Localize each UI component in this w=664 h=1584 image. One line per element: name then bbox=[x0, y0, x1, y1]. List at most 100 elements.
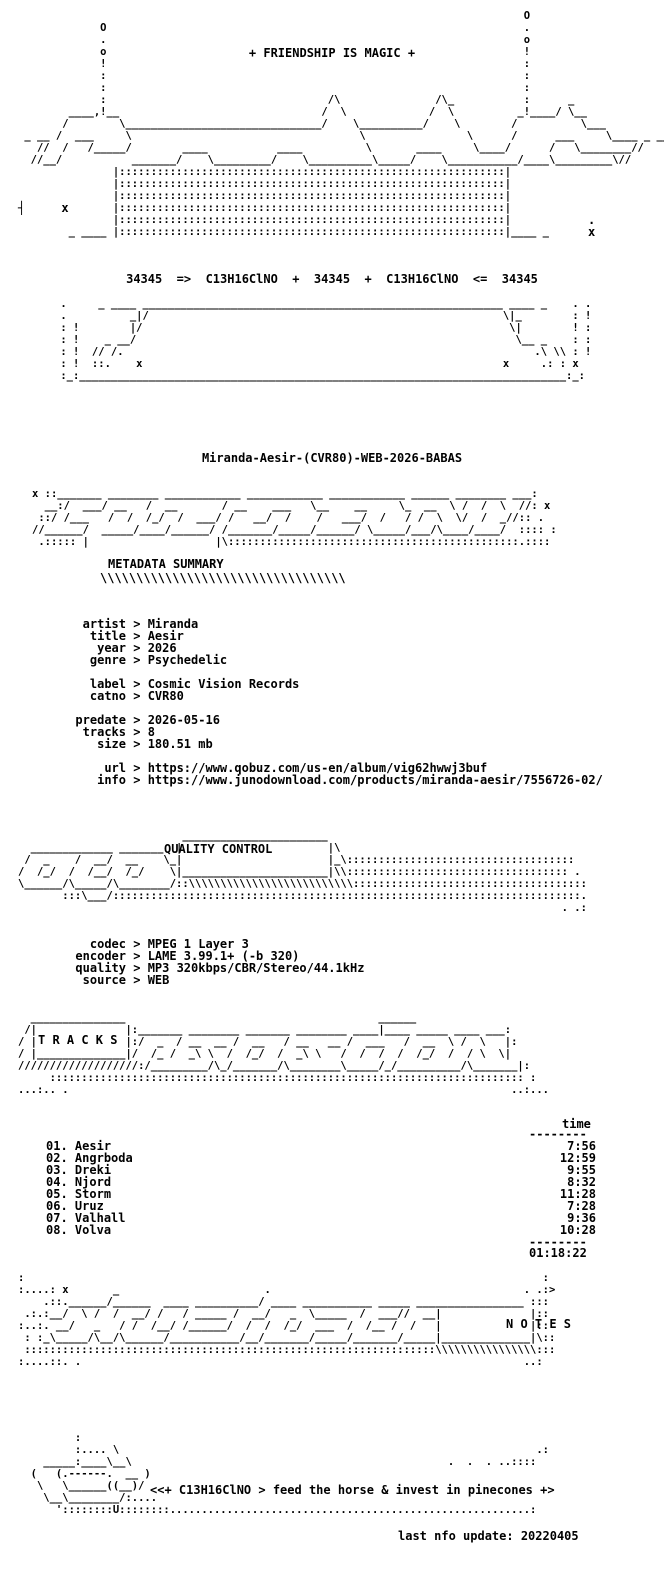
quality-value: MPEG 1 Layer 3 bbox=[147, 937, 249, 951]
quality-separator: > bbox=[126, 937, 148, 951]
metadata-title-underline: \\\\\\\\\\\\\\\\\\\\\\\\\\\\\\\\\\ bbox=[100, 571, 346, 585]
metadata-separator: > bbox=[126, 689, 148, 703]
track-number: 05. bbox=[46, 1187, 68, 1201]
track-row: 02. Angrboda 12:59 bbox=[46, 1152, 596, 1164]
quality-row: codec > MPEG 1 Layer 3 bbox=[40, 938, 364, 950]
metadata-separator: > bbox=[126, 617, 148, 631]
metadata-value: 2026-05-16 bbox=[147, 713, 220, 727]
quality-key: quality bbox=[75, 961, 126, 975]
track-row: 04. Njord 8:32 bbox=[46, 1176, 596, 1188]
metadata-value: CVR80 bbox=[147, 689, 184, 703]
quality-value: MP3 320kbps/CBR/Stereo/44.1kHz bbox=[147, 961, 365, 975]
metadata-row: predate > 2026-05-16 bbox=[40, 714, 603, 726]
metadata-separator: > bbox=[126, 629, 148, 643]
metadata-row: artist > Miranda bbox=[40, 618, 603, 630]
metadata-separator: > bbox=[126, 773, 148, 787]
metadata-separator: > bbox=[126, 677, 148, 691]
total-rule: -------- bbox=[529, 1235, 587, 1249]
metadata-row: size > 180.51 mb bbox=[40, 738, 603, 750]
track-title: Storm bbox=[74, 1187, 112, 1201]
metadata-separator: > bbox=[126, 737, 148, 751]
track-time: 11:28 bbox=[559, 1187, 596, 1201]
track-title: Volva bbox=[74, 1223, 112, 1237]
metadata-separator: > bbox=[126, 653, 148, 667]
track-number: 03. bbox=[46, 1163, 68, 1177]
time-header-rule: -------- bbox=[529, 1127, 587, 1141]
formula-line: 34345 => C13H16ClNO + 34345 + C13H16ClNO… bbox=[126, 272, 538, 286]
metadata-separator: > bbox=[126, 713, 148, 727]
quality-title: QUALITY CONTROL bbox=[164, 842, 273, 856]
metadata-row: title > Aesir bbox=[40, 630, 603, 642]
metadata-separator: > bbox=[126, 641, 148, 655]
metadata-key: artist bbox=[82, 617, 126, 631]
quality-value: WEB bbox=[147, 973, 170, 987]
footer-ship-art: : :.... \ .: _____:____\__\ . . . ..::::… bbox=[30, 1432, 550, 1516]
track-number: 01. bbox=[46, 1139, 68, 1153]
metadata-value: 180.51 mb bbox=[147, 737, 213, 751]
quality-key: encoder bbox=[75, 949, 126, 963]
tracks-title: T R A C K S bbox=[38, 1033, 118, 1047]
metadata-separator: > bbox=[126, 761, 148, 775]
quality-key: codec bbox=[89, 937, 126, 951]
track-title: Valhall bbox=[74, 1211, 126, 1225]
notes-title: N O T E S bbox=[506, 1317, 572, 1331]
metadata-row: genre > Psychedelic bbox=[40, 654, 603, 666]
metadata-title: METADATA SUMMARY bbox=[108, 557, 224, 571]
metadata-row: tracks > 8 bbox=[40, 726, 603, 738]
track-title: Njord bbox=[74, 1175, 112, 1189]
notes-banner-art: : : :....: x _ . . .:> .::.______/______… bbox=[18, 1272, 556, 1368]
metadata-value: Psychedelic bbox=[147, 653, 228, 667]
quality-separator: > bbox=[126, 961, 148, 975]
metadata-value: Aesir bbox=[147, 629, 184, 643]
metadata-key: label bbox=[89, 677, 126, 691]
footer-slogan: <<+ C13H16ClNO > feed the horse & invest… bbox=[150, 1483, 555, 1497]
track-time: 12:59 bbox=[559, 1151, 596, 1165]
track-title: Angrboda bbox=[74, 1151, 133, 1165]
header-base-art: . _ ____ _______________________________… bbox=[60, 298, 592, 382]
metadata-separator: > bbox=[126, 725, 148, 739]
track-number: 08. bbox=[46, 1223, 68, 1237]
metadata-row: url > https://www.qobuz.com/us-en/album/… bbox=[40, 762, 603, 774]
metadata-row: year > 2026 bbox=[40, 642, 603, 654]
track-number: 07. bbox=[46, 1211, 68, 1225]
metadata-key: catno bbox=[89, 689, 126, 703]
track-row: 05. Storm 11:28 bbox=[46, 1188, 596, 1200]
tagline: + FRIENDSHIP IS MAGIC + bbox=[248, 46, 416, 60]
track-number: 02. bbox=[46, 1151, 68, 1165]
time-column-header: time bbox=[562, 1117, 591, 1131]
quality-banner-art: _______________________ _____________ __… bbox=[18, 830, 587, 914]
metadata-key: info bbox=[97, 773, 126, 787]
metadata-value: 8 bbox=[147, 725, 155, 739]
tracks-banner-art: _______________ ______ /| |:_______ ____… bbox=[18, 1012, 550, 1096]
quality-separator: > bbox=[126, 973, 148, 987]
metadata-value: 2026 bbox=[147, 641, 177, 655]
metadata-key: url bbox=[104, 761, 126, 775]
metadata-row: catno > CVR80 bbox=[40, 690, 603, 702]
track-title: Dreki bbox=[74, 1163, 112, 1177]
last-update: last nfo update: 20220405 bbox=[398, 1529, 579, 1543]
metadata-value[interactable]: https://www.qobuz.com/us-en/album/vig62h… bbox=[147, 761, 488, 775]
track-time: 10:28 bbox=[559, 1223, 596, 1237]
metadata-key: tracks bbox=[82, 725, 126, 739]
track-title: Aesir bbox=[74, 1139, 112, 1153]
track-row: 08. Volva 10:28 bbox=[46, 1224, 596, 1236]
quality-row: source > WEB bbox=[40, 974, 364, 986]
track-number: 04. bbox=[46, 1175, 68, 1189]
quality-separator: > bbox=[126, 949, 148, 963]
track-time: 8:32 bbox=[567, 1175, 596, 1189]
header-side-marks: ┤ x bbox=[18, 201, 69, 215]
header-side-marks-right: . x bbox=[588, 213, 596, 239]
metadata-value[interactable]: https://www.junodownload.com/products/mi… bbox=[147, 773, 603, 787]
header-logo-art: O O . . o o bbox=[24, 10, 664, 238]
metadata-key: year bbox=[97, 641, 126, 655]
metadata-row: info > https://www.junodownload.com/prod… bbox=[40, 774, 603, 786]
quality-row: encoder > LAME 3.99.1+ (-b 320) bbox=[40, 950, 364, 962]
metadata-key: size bbox=[97, 737, 126, 751]
metadata-banner-art: x ::_______ ________ ____________ ______… bbox=[32, 488, 557, 548]
total-time: 01:18:22 bbox=[529, 1246, 587, 1260]
